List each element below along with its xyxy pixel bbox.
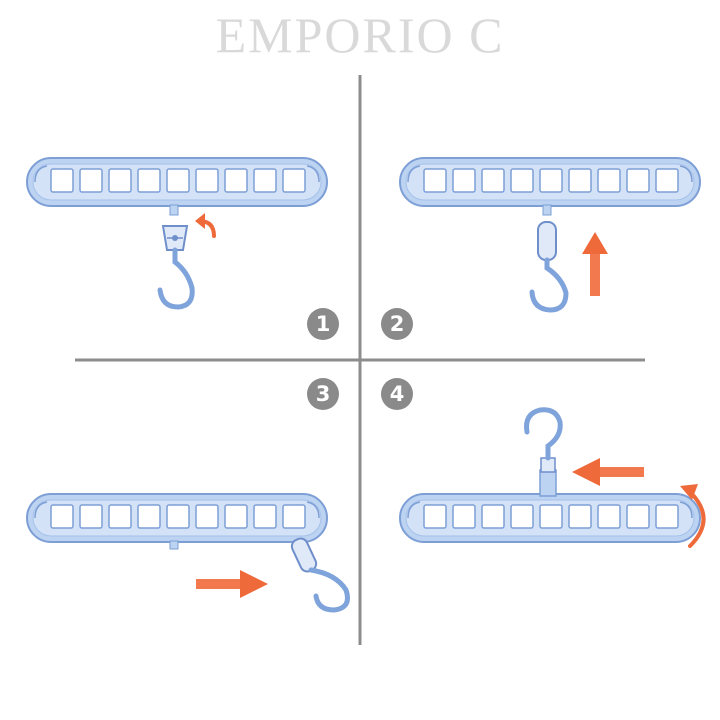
- hanger-neck: [169, 540, 179, 550]
- hook: [157, 247, 195, 310]
- hook: [524, 407, 563, 461]
- hanger-body: [26, 157, 328, 207]
- panel-step-2: [399, 157, 701, 313]
- rotate-arrow: [195, 213, 216, 238]
- hanger-body: [26, 493, 328, 543]
- step-number-3: 3: [307, 378, 339, 410]
- hanger-body: [399, 493, 701, 543]
- panel-step-1: [26, 157, 328, 310]
- hanger-neck: [542, 204, 552, 216]
- left-arrow: [572, 458, 644, 486]
- rotate-arrow: [680, 484, 706, 548]
- hanger-neck: [169, 204, 179, 216]
- step-number-2: 2: [381, 308, 413, 340]
- brand-logo-text: EMPORIO C: [215, 7, 505, 63]
- panel-step-3: [26, 493, 350, 613]
- hook: [529, 257, 569, 313]
- hook: [308, 567, 350, 613]
- up-arrow: [582, 232, 608, 296]
- panel-step-4: [399, 407, 706, 548]
- hanger-body: [399, 157, 701, 207]
- right-arrow: [196, 570, 268, 598]
- hook-clip: [537, 221, 557, 261]
- hook-clip: [161, 225, 189, 251]
- step-number-1: 1: [307, 308, 339, 340]
- step-number-4: 4: [381, 378, 413, 410]
- hanger-neck: [539, 469, 557, 497]
